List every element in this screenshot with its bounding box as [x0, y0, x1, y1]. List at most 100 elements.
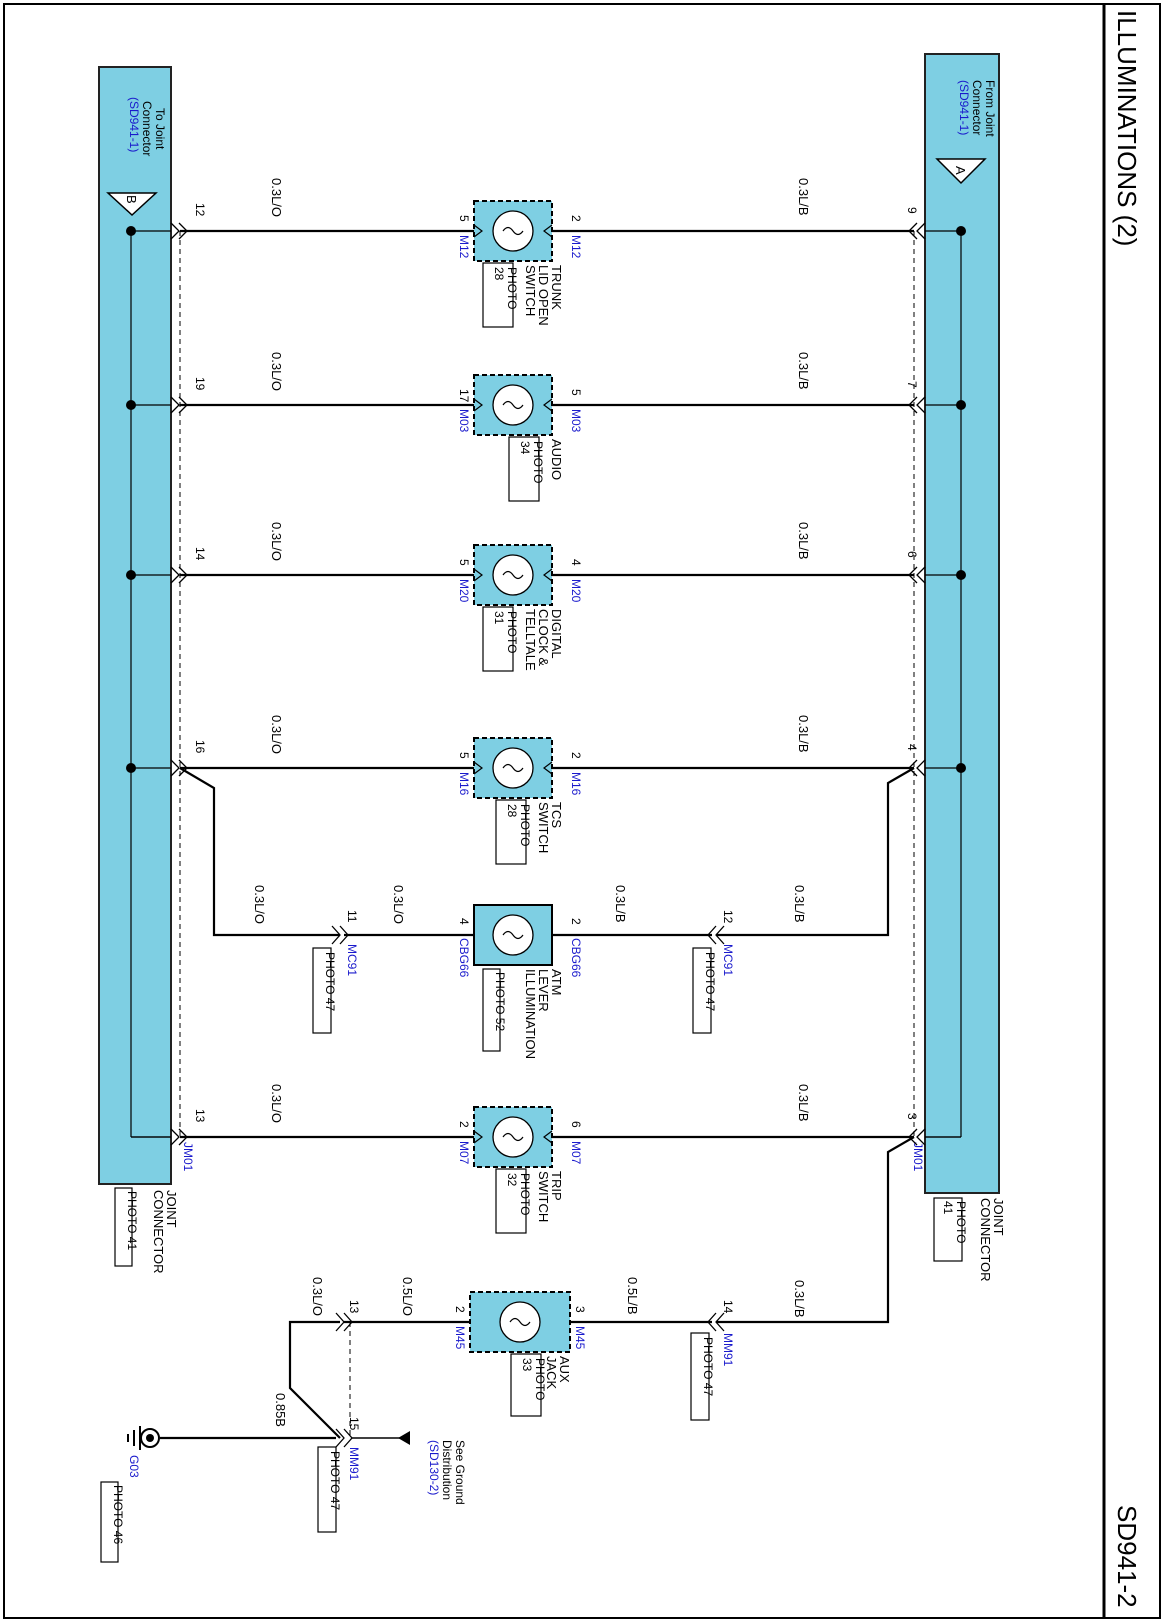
bar-right-pin: 6	[905, 551, 919, 558]
aux-mm-right-conn: MM91	[721, 1333, 735, 1367]
aux-left-wire-outer	[288, 1320, 341, 1439]
left-triangle-label: B	[124, 195, 139, 204]
mm91-left-connector-icon	[335, 1312, 353, 1332]
ground-g-photo: PHOTO 46	[111, 1485, 125, 1544]
aux-conn-left: M45	[453, 1326, 467, 1350]
right-wire-label: 0.3L/B	[796, 1084, 811, 1122]
atm-right-wire-outer	[716, 767, 915, 937]
conn-left-name: M20	[457, 579, 471, 603]
ground-mm-pin: 15	[347, 1417, 361, 1431]
lamp-filament-icon	[502, 226, 524, 236]
lamp-filament-icon	[509, 1317, 531, 1327]
right-wire-label: 0.3L/B	[796, 715, 811, 753]
atm-conn-right: CBG66	[569, 938, 583, 978]
bar-right-pin: 9	[905, 207, 919, 214]
component-label-line: DIGITAL	[549, 609, 564, 659]
left-wire-label: 0.3L/O	[269, 1084, 284, 1123]
atm-comp-right-pin: 2	[569, 918, 583, 925]
atm-label-3: ILLUMINATION	[523, 969, 538, 1059]
aux-label-2: JACK	[544, 1356, 559, 1390]
aux-left-wire-outer-label: 0.3L/O	[310, 1277, 325, 1316]
lamp-filament-icon	[502, 1132, 524, 1142]
left-bar-ref: (SD941-1)	[127, 97, 141, 152]
aux-comp-left-pin: 2	[453, 1306, 467, 1313]
component-photo-box	[508, 436, 540, 502]
comp-right-pin: 2	[569, 752, 583, 759]
right-wire-label: 0.3L/B	[796, 352, 811, 390]
comp-right-pin: 4	[569, 559, 583, 566]
page-title: ILLUMINATIONS (2)	[1112, 10, 1142, 246]
comp-right-pin: 5	[569, 389, 583, 396]
ground-mm-conn: MM91	[347, 1447, 361, 1481]
component-label-line: SWITCH	[536, 802, 551, 853]
component-photo-line1: PHOTO	[505, 267, 519, 309]
atm-photo: PHOTO 52	[493, 972, 507, 1031]
atm-conn-left: CBG66	[457, 938, 471, 978]
atm-mc-left-photo-box	[312, 947, 332, 1034]
component-photo-box	[495, 799, 527, 865]
component-chevron-icon	[473, 568, 553, 582]
right-wire-label: 0.3L/B	[796, 522, 811, 560]
comp-left-pin: 5	[457, 752, 471, 759]
atm-photo-box	[482, 968, 501, 1052]
left-bar-name2: CONNECTOR	[151, 1190, 166, 1274]
right-bar-name2: CONNECTOR	[978, 1198, 993, 1282]
ground-g-conn: G03	[127, 1455, 141, 1478]
aux-photo-box	[510, 1353, 542, 1417]
jm01-right: JM01	[911, 1142, 925, 1172]
component-label-line: TRUNK	[549, 265, 564, 310]
comp-left-pin: 17	[457, 389, 471, 403]
comp-left-pin: 2	[457, 1121, 471, 1128]
comp-right-pin: 6	[569, 1121, 583, 1128]
conn-right-name: M07	[569, 1141, 583, 1165]
ground-g-photo-box	[100, 1481, 119, 1563]
component-label-line: SWITCH	[523, 265, 538, 316]
bar-left-pin: 16	[193, 740, 207, 754]
aux-right-wire-outer	[716, 1136, 915, 1324]
component-chevron-icon	[473, 398, 553, 412]
left-wire-label: 0.3L/O	[269, 715, 284, 754]
bar-left-pin: 12	[193, 203, 207, 217]
component-chevron-icon	[473, 1130, 553, 1144]
aux-photo-line2: 33	[520, 1358, 534, 1372]
component-chevron-icon	[473, 224, 553, 238]
comp-left-pin: 5	[457, 559, 471, 566]
atm-left-wire-outer-label: 0.3L/O	[252, 885, 267, 924]
left-wire-label: 0.3L/O	[269, 522, 284, 561]
conn-right-name: M16	[569, 772, 583, 796]
ground-see-ref: (SD130-2)	[427, 1440, 441, 1495]
aux-right-wire-inner-label: 0.5L/B	[625, 1277, 640, 1315]
right-triangle-icon	[935, 158, 987, 185]
component-label-line: TCS	[549, 802, 564, 828]
component-photo-line2: 28	[505, 804, 519, 818]
ground-mm-photo-box	[317, 1446, 337, 1533]
aux-mm-left-pin: 13	[347, 1300, 361, 1314]
ground-wire-label: 0.85B	[273, 1393, 288, 1427]
right-bar-photo1: PHOTO	[954, 1201, 968, 1243]
right-triangle-label: A	[953, 166, 968, 175]
atm-mc-left-pin: 11	[345, 910, 359, 923]
atm-mc-right-pin: 12	[721, 910, 735, 924]
right-joint-connector	[924, 53, 1000, 1194]
component-photo-line2: 28	[492, 267, 506, 281]
jm01-left: JM01	[181, 1142, 195, 1172]
component-photo-line1: PHOTO	[531, 441, 545, 483]
lamp-filament-icon	[502, 400, 524, 410]
aux-photo-line1: PHOTO	[533, 1358, 547, 1400]
component-label-line: SWITCH	[536, 1171, 551, 1222]
aux-conn-right: M45	[573, 1326, 587, 1350]
conn-left-name: M07	[457, 1141, 471, 1165]
atm-mc-right-conn: MC91	[721, 944, 735, 976]
right-bar-ref: (SD941-1)	[957, 80, 971, 135]
ground-see-line1: See Ground	[453, 1440, 467, 1505]
component-photo-line2: 31	[492, 611, 506, 625]
bar-right-pin: 3	[905, 1113, 919, 1120]
aux-comp-right-pin: 3	[573, 1306, 587, 1313]
aux-mm-right-photo: PHOTO 47	[701, 1337, 715, 1396]
atm-mc-right-photo-box	[692, 947, 712, 1034]
left-bar-line1: To Joint	[153, 108, 167, 150]
component-photo-line1: PHOTO	[518, 1173, 532, 1215]
ground-mm-photo: PHOTO 47	[328, 1451, 342, 1510]
lamp-filament-icon	[502, 930, 524, 940]
aux-mm-right-pin: 14	[721, 1300, 735, 1314]
